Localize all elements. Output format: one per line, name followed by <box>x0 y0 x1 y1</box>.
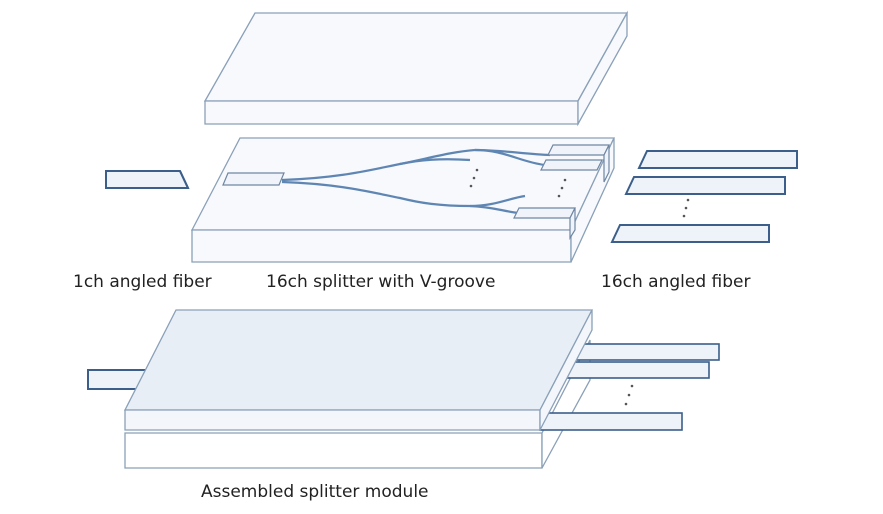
chip-side-face <box>570 137 615 263</box>
lid-top-face <box>123 309 594 411</box>
label-sixteen-ch-fiber: 16ch angled fiber <box>601 272 751 292</box>
assembled-chip-front <box>124 432 543 469</box>
fiber-ellipsis-dots <box>682 198 690 218</box>
lid-front-face <box>124 409 541 431</box>
fiber-1 <box>637 150 798 169</box>
sixteen-ch-angled-fibers <box>610 150 798 243</box>
one-ch-angled-fiber <box>105 170 190 189</box>
splitter-chip <box>190 137 616 263</box>
label-splitter: 16ch splitter with V-groove <box>266 272 496 292</box>
assembled-fiber-dots <box>624 384 634 406</box>
top-cover-plate <box>203 10 629 127</box>
chip-front-face <box>191 229 572 263</box>
lid-side-face <box>539 309 593 431</box>
label-assembled-module: Assembled splitter module <box>201 482 429 502</box>
cover-side-face <box>577 10 628 127</box>
cover-front-face <box>204 100 579 125</box>
input-vgroove <box>222 172 285 186</box>
chip-ellipsis-dots <box>469 168 567 198</box>
fiber-2 <box>624 176 786 195</box>
fiber-16 <box>610 224 770 243</box>
output-vgroove <box>513 144 610 241</box>
assembled-lid <box>123 309 594 431</box>
cover-top-face <box>203 12 629 102</box>
label-one-ch-fiber: 1ch angled fiber <box>73 272 212 292</box>
